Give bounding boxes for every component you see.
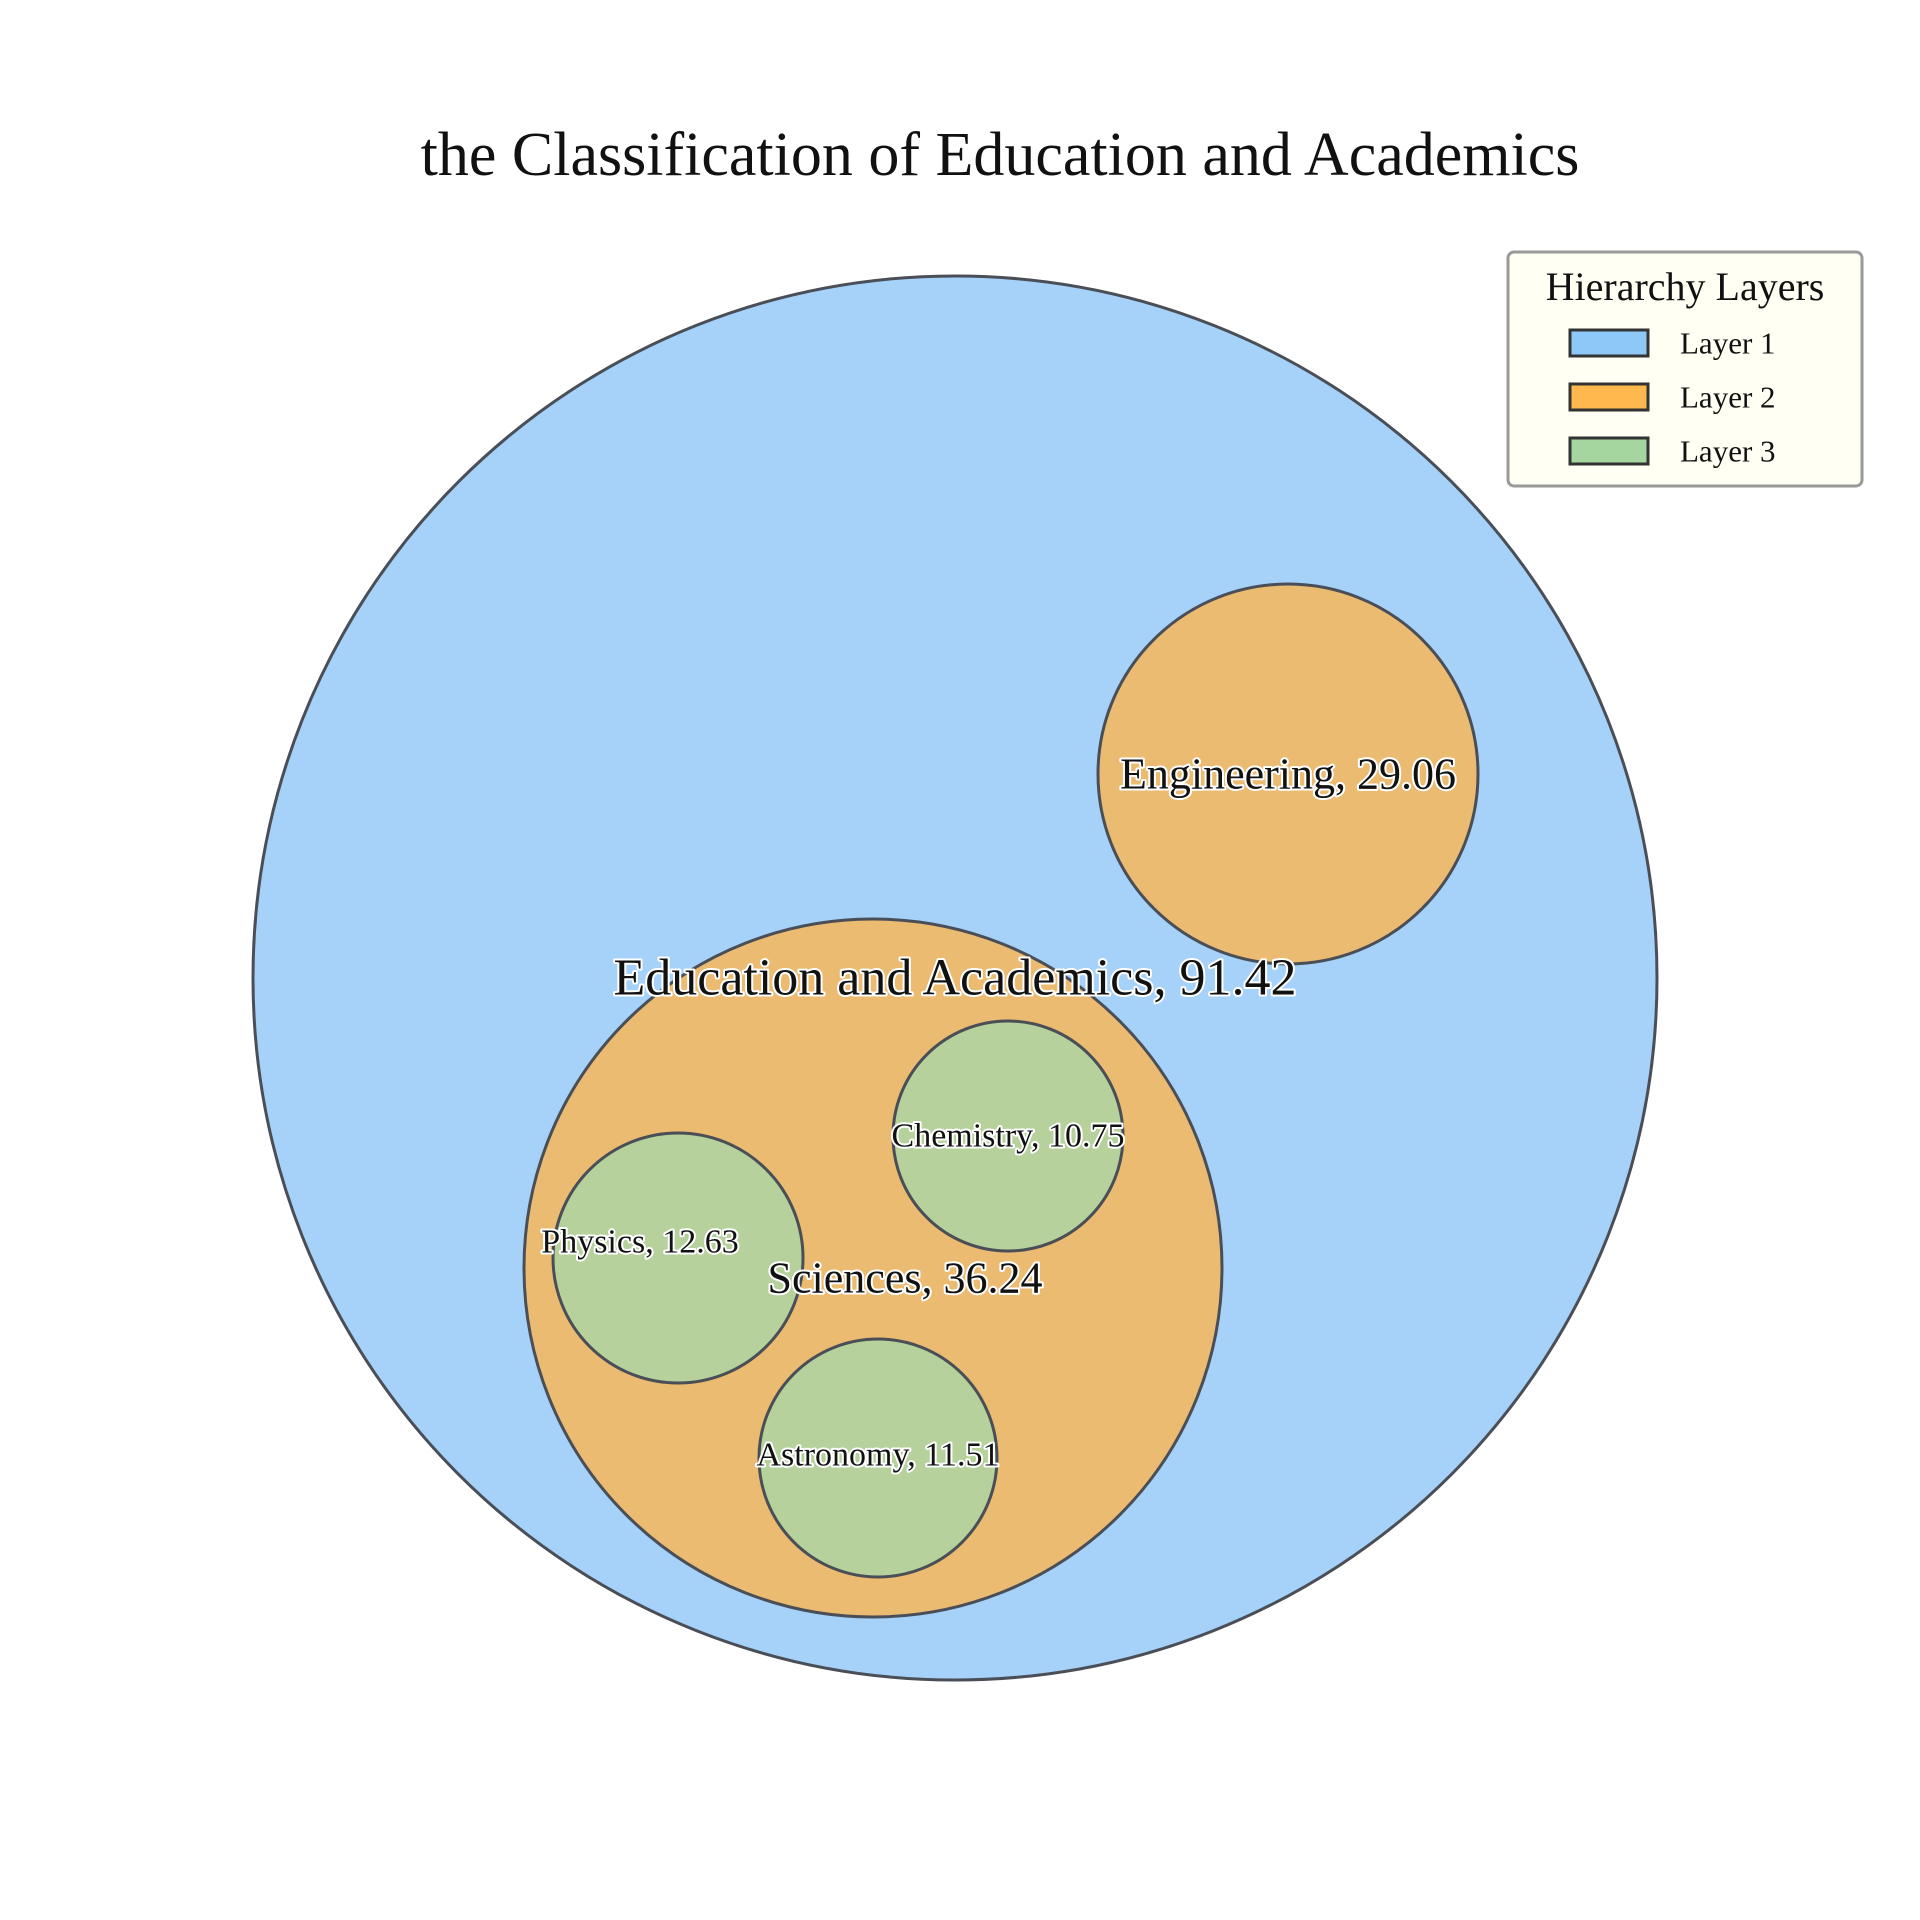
legend: Hierarchy Layers Layer 1 Layer 2 Layer 3 xyxy=(1506,250,1864,488)
chart-title: the Classification of Education and Acad… xyxy=(421,121,1580,189)
bubble-label-chemistry: Chemistry, 10.75 xyxy=(892,1118,1125,1155)
bubble-label-sciences: Sciences, 36.24 xyxy=(768,1254,1043,1303)
legend-swatch-layer-2 xyxy=(1568,382,1650,412)
legend-label-layer-2: Layer 2 xyxy=(1680,380,1776,415)
legend-box xyxy=(1506,250,1864,488)
bubble-label-astronomy: Astronomy, 11.51 xyxy=(756,1437,999,1474)
legend-title: Hierarchy Layers xyxy=(1546,264,1825,309)
legend-swatch-layer-3 xyxy=(1568,436,1650,466)
legend-swatch-layer-1 xyxy=(1568,328,1650,358)
bubble-label-education-and-academics: Education and Academics, 91.42 xyxy=(613,950,1296,1007)
bubble-label-physics: Physics, 12.63 xyxy=(541,1224,738,1261)
bubble-chemistry xyxy=(891,1019,1125,1253)
bubble-label-engineering: Engineering, 29.06 xyxy=(1120,750,1456,799)
legend-entries: Layer 1 Layer 2 Layer 3 xyxy=(1568,326,1776,469)
label-group: Education and Academics, 91.42 Engineerin… xyxy=(539,748,1458,1476)
bubble-astronomy xyxy=(757,1337,999,1579)
legend-label-layer-3: Layer 3 xyxy=(1680,434,1776,469)
bubble-physics xyxy=(551,1131,805,1385)
legend-label-layer-1: Layer 1 xyxy=(1680,326,1776,361)
bubble-group xyxy=(251,274,1659,1682)
bubble-engineering xyxy=(1096,582,1480,966)
